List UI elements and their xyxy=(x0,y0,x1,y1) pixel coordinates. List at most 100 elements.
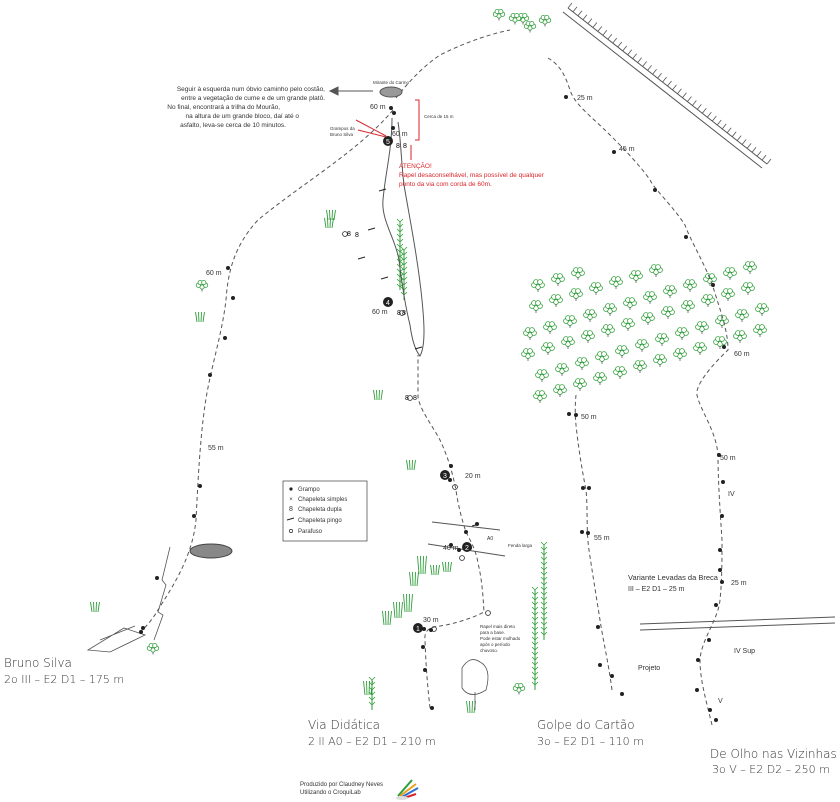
dist-top-60: 60 m xyxy=(370,104,386,111)
bush-icon xyxy=(733,330,747,343)
bolt-double: 8 xyxy=(413,395,417,402)
bolt-dot xyxy=(226,266,230,270)
grampos-label-1: Grampos da xyxy=(330,126,355,131)
bolt-dot xyxy=(423,668,427,672)
route-line-de-olho xyxy=(547,57,729,726)
dist-s4-60: 60 m xyxy=(372,309,388,316)
bolt-dot xyxy=(198,484,202,488)
bolt-dot xyxy=(464,530,468,534)
bush-icon xyxy=(512,682,526,695)
bush-icon xyxy=(615,345,629,358)
route-titles: Bruno Silva 2o III – E2 D1 – 175 m Via D… xyxy=(4,656,837,776)
bolt-dot xyxy=(620,692,624,696)
svg-text:Pode estar molhado: Pode estar molhado xyxy=(480,636,521,641)
bolt-double: 8 xyxy=(355,232,359,239)
double-ring-icon: 8 xyxy=(289,506,293,513)
bush-icon xyxy=(529,300,543,313)
route-line-via-didatica xyxy=(417,355,485,709)
svg-text:Chapeleta dupla: Chapeleta dupla xyxy=(298,507,342,513)
descent-line-1: Seguir à esquerda num óbvio caminho pelo… xyxy=(177,86,325,93)
legend-item-grampo: Grampo xyxy=(289,487,320,493)
grass-icon xyxy=(417,555,427,575)
bush-icon xyxy=(695,321,709,334)
route-grade-golpe-do-cartao: 3o – E2 D1 – 110 m xyxy=(537,735,644,748)
bolt-dot xyxy=(707,638,711,642)
bolt-dot xyxy=(448,478,452,482)
bolt-dot xyxy=(421,645,425,649)
bush-icon xyxy=(551,273,565,286)
svg-text:1: 1 xyxy=(416,626,420,633)
grass-icon xyxy=(430,564,440,576)
bolt-dot xyxy=(223,336,227,340)
bush-icon xyxy=(538,14,552,27)
bush-icon xyxy=(589,282,603,295)
svg-text:Chapeleta simples: Chapeleta simples xyxy=(298,497,347,503)
bush-icon xyxy=(595,351,609,364)
bush-icon xyxy=(635,339,649,352)
fenda-larga-label: Fenda larga xyxy=(508,543,533,548)
bolt-dot xyxy=(711,283,715,287)
dist-a0: A0 xyxy=(487,536,493,542)
dist-40: 40 m xyxy=(443,545,459,552)
bolt-ring xyxy=(342,231,348,237)
bolt-dot xyxy=(574,413,578,417)
dist-bruno-60: 60 m xyxy=(206,270,222,277)
svg-text:Variante Levadas da Breca: Variante Levadas da Breca xyxy=(628,573,719,582)
grass-icon xyxy=(393,601,403,619)
vegetation-layer xyxy=(86,8,769,714)
bolt-drop xyxy=(414,346,423,350)
bush-icon xyxy=(531,279,545,292)
bolt-ring xyxy=(431,626,437,632)
svg-text:após o período: após o período xyxy=(480,642,511,647)
bolt-dot xyxy=(391,126,395,130)
svg-text:Grampo: Grampo xyxy=(298,487,320,493)
bolt-dot xyxy=(714,603,718,607)
grade-labels: IV IV Sup V Projeto xyxy=(638,491,755,705)
bolt-dot xyxy=(449,464,453,468)
vine-icon xyxy=(540,541,548,640)
bush-icon xyxy=(643,291,657,304)
legend: Grampo × Chapeleta simples 8 Chapeleta dup… xyxy=(282,480,368,542)
belay-markers: 1 2 3 4 5 xyxy=(383,136,472,633)
bolt-dot xyxy=(598,663,602,667)
svg-text:Rapel mais direto: Rapel mais direto xyxy=(480,624,516,629)
tree-icon xyxy=(461,659,489,710)
bush-icon xyxy=(653,354,667,367)
bush-icon xyxy=(683,279,697,292)
bolt-double: 8 xyxy=(396,143,400,150)
variant-label: Variante Levadas da Breca III – E2 D1 – … xyxy=(628,573,719,593)
bush-icon xyxy=(613,366,627,379)
bush-icon xyxy=(693,342,707,355)
rapel-note: Rapel mais direto para a base. Pode esta… xyxy=(480,624,521,653)
cross-icon: × xyxy=(289,497,293,503)
bush-icon xyxy=(583,309,597,322)
vine-icon xyxy=(396,218,404,290)
bolt-dot xyxy=(684,235,688,239)
bush-icon xyxy=(673,348,687,361)
dist-s2-60: 60 m xyxy=(392,131,408,138)
svg-text:5: 5 xyxy=(386,139,390,146)
route-line-golpe-do-cartao xyxy=(574,394,613,691)
grass-icon xyxy=(409,571,419,587)
descent-note: Seguir à esquerda num óbvio caminho pelo… xyxy=(167,86,325,129)
descent-line-5: asfalto, leva-se cerca de 10 minutos. xyxy=(180,122,286,129)
bolt-drop xyxy=(378,188,387,192)
bolt-dot xyxy=(192,514,196,518)
grass-icon xyxy=(382,610,392,626)
dist-golpe-55: 55 m xyxy=(594,535,610,542)
bolt-ring xyxy=(459,555,465,561)
bush-icon xyxy=(675,327,689,340)
bolt-dot xyxy=(389,106,393,110)
legend-item-chapeleta-simples: × Chapeleta simples xyxy=(289,497,347,503)
bush-icon xyxy=(569,288,583,301)
dist-olho-25-top: 25 m xyxy=(577,95,593,102)
legend-item-chapeleta-pingo: Chapeleta pingo xyxy=(286,517,342,524)
bolt-dot xyxy=(580,530,584,534)
bolt-double: 8 xyxy=(397,310,401,317)
grade-iv-sup: IV Sup xyxy=(734,648,755,655)
bolt-dot xyxy=(586,531,590,535)
bolt-dot xyxy=(430,706,434,710)
route-grade-de-olho: 3o V – E2 D2 – 250 m xyxy=(712,763,830,776)
bolt-dot xyxy=(695,688,699,692)
bush-icon xyxy=(609,276,623,289)
